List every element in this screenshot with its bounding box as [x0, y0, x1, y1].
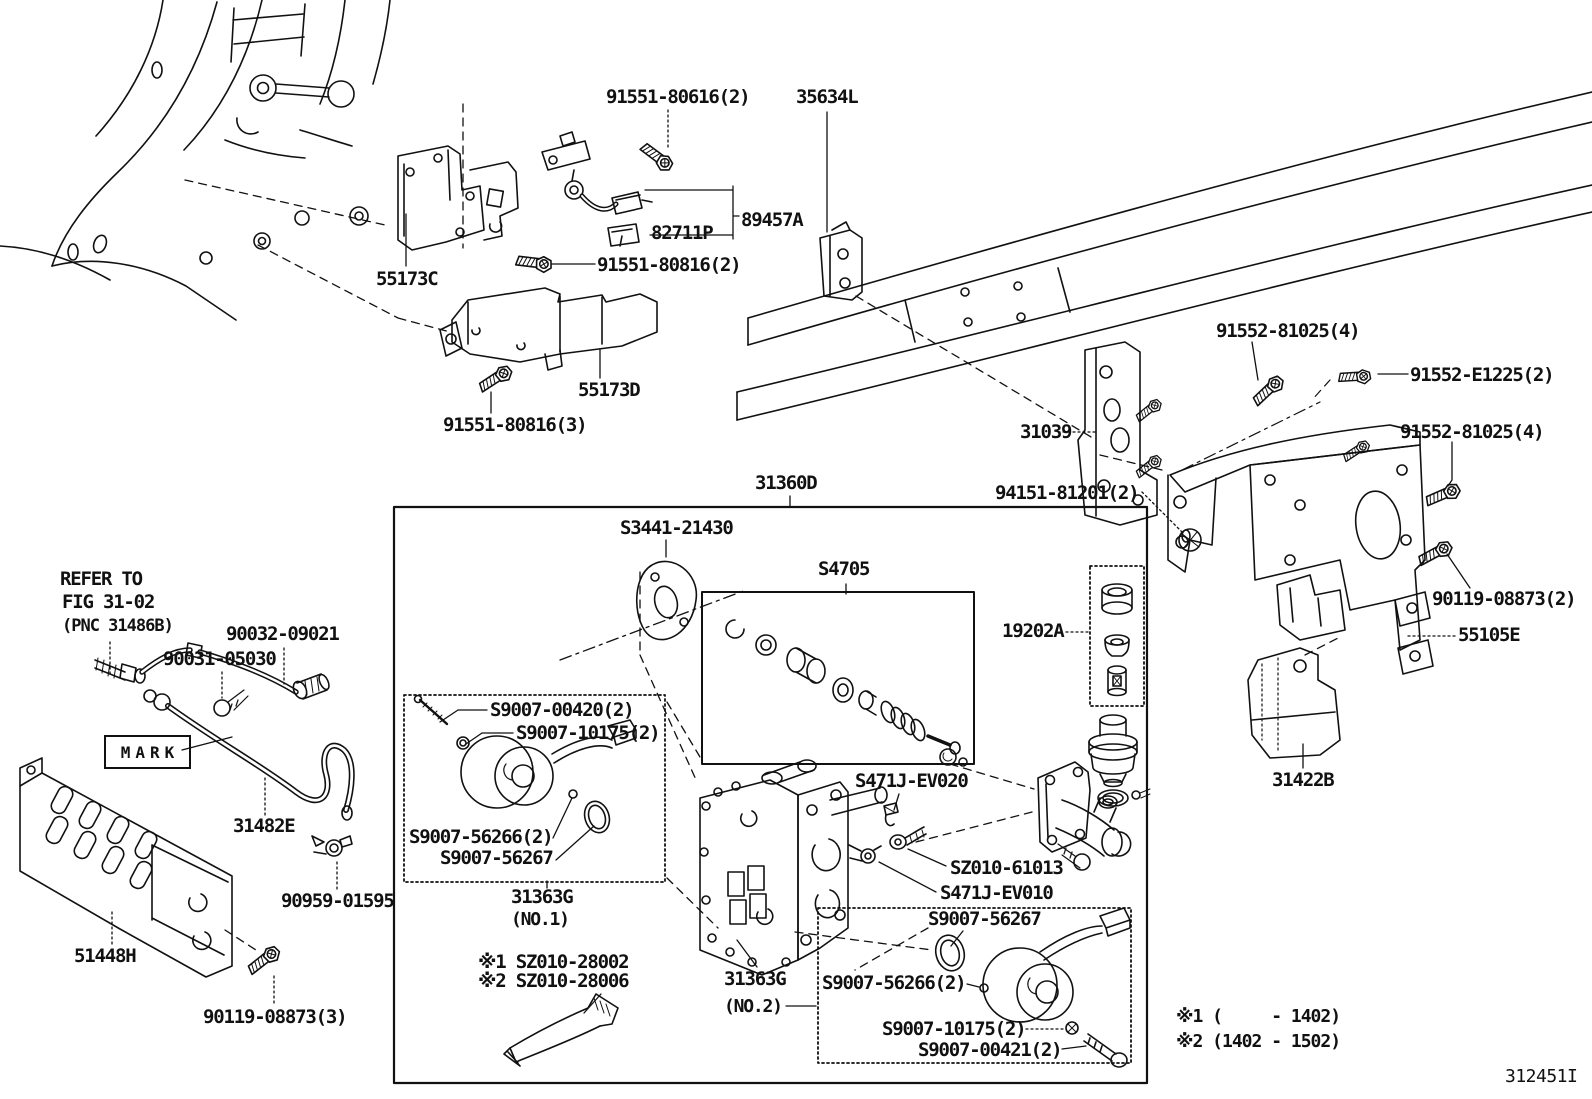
- label-S9007-00420: S9007-00420(2): [490, 699, 635, 721]
- label-91552-E1225: 91552-E1225(2): [1410, 364, 1555, 386]
- label-91551-80816-3: 91551-80816(3): [443, 414, 588, 436]
- label-sealant-sz2: ※2 SZ010-28006: [478, 970, 630, 992]
- label-55173C: 55173C: [376, 268, 439, 290]
- label-90032-09021: 90032-09021: [226, 623, 340, 645]
- note-refer-line2: FIG 31-02: [62, 591, 155, 613]
- label-31360D: 31360D: [755, 472, 818, 494]
- kit-box-19202A: [1089, 565, 1145, 707]
- bracket-55173C: [397, 145, 519, 251]
- note-refer-line1: REFER TO: [60, 568, 143, 590]
- gasket-S3441: [635, 560, 698, 783]
- label-S9007-56266-no2: S9007-56266(2): [822, 972, 967, 994]
- bracket-35634L: [819, 221, 1163, 471]
- label-90119-08873-3: 90119-08873(3): [203, 1006, 348, 1028]
- label-82711P: 82711P: [651, 222, 714, 244]
- bolt-90031: [213, 689, 249, 717]
- frame-rails: [559, 91, 1592, 661]
- label-31363G-no1: 31363G: [511, 886, 574, 908]
- plate-51448H: [19, 757, 257, 978]
- label-31363G-no1-sub: (NO.1): [511, 909, 570, 930]
- label-55173D: 55173D: [578, 379, 641, 401]
- bell-housing: [0, 0, 464, 333]
- label-S9007-56266-no1: S9007-56266(2): [409, 826, 554, 848]
- label-31363G-no2: 31363G: [724, 968, 787, 990]
- label-91552-81025-top: 91552-81025(4): [1216, 320, 1361, 342]
- label-91551-80616: 91551-80616(2): [606, 86, 751, 108]
- label-31039: 31039: [1020, 421, 1072, 443]
- solenoid-box-no1: [403, 694, 719, 929]
- rivet-94151: [1178, 528, 1202, 552]
- label-31363G-no2-sub: (NO.2): [724, 996, 783, 1017]
- label-31422B: 31422B: [1272, 769, 1335, 791]
- fitting-90032: [292, 673, 330, 700]
- clamp-82711P: [607, 223, 640, 247]
- bracket-31039: [1077, 341, 1165, 526]
- label-S9007-10175-no1: S9007-10175(2): [516, 722, 661, 744]
- reservoir-float: [1088, 714, 1151, 807]
- master-cylinder: [915, 761, 1132, 871]
- label-55105E: 55105E: [1458, 624, 1521, 646]
- label-90119-08873-2: 90119-08873(2): [1432, 588, 1577, 610]
- label-90959-01595: 90959-01595: [281, 890, 395, 912]
- label-S3441-21430: S3441-21430: [620, 517, 734, 539]
- bracket-55173D: [439, 287, 658, 371]
- cover-31422B: [1247, 636, 1341, 759]
- sealant-tube: [503, 993, 619, 1067]
- clamp-S471J-EV010: [848, 844, 882, 864]
- label-51448H: 51448H: [74, 945, 137, 967]
- label-S471J-EV020: S471J-EV020: [855, 770, 969, 792]
- fastener-bolts: [243, 137, 1463, 976]
- note-refer-line3: (PNC 31486B): [62, 616, 174, 636]
- valve-body-no2: [699, 759, 933, 976]
- label-S471J-EV010: S471J-EV010: [940, 882, 1054, 904]
- label-91551-80816-2: 91551-80816(2): [597, 254, 742, 276]
- solenoid-box-no2: [817, 907, 1132, 1068]
- label-91552-81025-right: 91552-81025(4): [1400, 421, 1545, 443]
- tube-31482E: [143, 689, 355, 821]
- label-94151-81201: 94151-81201(2): [995, 482, 1140, 504]
- bolt-SZ010-61013: [889, 826, 927, 850]
- kit-box-S4705: [701, 591, 975, 767]
- label-S4705: S4705: [818, 558, 870, 580]
- label-sealant-sz1: ※1 SZ010-28002: [478, 951, 630, 973]
- mark-label: MARK: [120, 742, 180, 762]
- diagram-id: 312451I: [1505, 1066, 1578, 1087]
- label-SZ010-61013: SZ010-61013: [950, 857, 1064, 879]
- label-35634L: 35634L: [796, 86, 859, 108]
- sensor-89457A: [541, 131, 653, 215]
- hose-fitting-refer: [94, 642, 299, 695]
- label-S9007-00421: S9007-00421(2): [918, 1039, 1063, 1061]
- footnote-2: ※2 (1402 - 1502): [1176, 1031, 1341, 1052]
- label-S9007-10175-no2: S9007-10175(2): [882, 1018, 1027, 1040]
- label-S9007-56267-no2: S9007-56267: [928, 908, 1042, 930]
- label-S9007-56267-no1: S9007-56267: [440, 847, 554, 869]
- label-31482E: 31482E: [233, 815, 296, 837]
- footnote-1: ※1 ( - 1402): [1176, 1006, 1341, 1027]
- crossmember-55105E: [1167, 379, 1434, 675]
- clamp-90959: [311, 835, 353, 857]
- clip-S471J-EV020: [883, 802, 899, 827]
- label-90031-05030: 90031-05030: [163, 648, 277, 670]
- mark-callout-box: MARK: [104, 735, 191, 769]
- label-19202A: 19202A: [1002, 620, 1065, 642]
- leader-lines: [109, 109, 1471, 1050]
- label-89457A: 89457A: [741, 209, 804, 231]
